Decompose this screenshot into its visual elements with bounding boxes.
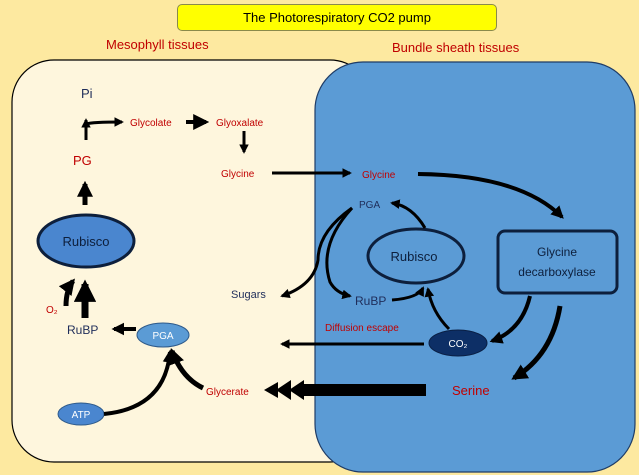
rubp-bundle-label: RuBP — [355, 294, 386, 308]
arrow-decarboxylase-to-co2 — [489, 295, 532, 344]
bundle-sheath-label: Bundle sheath tissues — [392, 40, 520, 55]
glycine-decarboxylase-box — [496, 229, 619, 295]
pi-label: Pi — [81, 86, 93, 101]
diagram-title: The Photorespiratory CO2 pump — [177, 4, 497, 31]
co2-label: CO₂ — [449, 339, 468, 350]
arrow-o2-to-rubisco — [58, 278, 76, 307]
co2-bubble — [428, 329, 488, 357]
o2-label: O₂ — [46, 305, 58, 316]
diffusion-escape-label: Diffusion escape — [325, 323, 399, 334]
glycolate-label: Glycolate — [130, 118, 172, 129]
glyoxalate-label: Glyoxalate — [216, 118, 264, 129]
arrow-rubisco-to-pga — [390, 199, 427, 229]
rubisco-mesophyll-label: Rubisco — [63, 234, 110, 249]
serine-transport-chevron-2 — [276, 380, 291, 400]
pg-label: PG — [73, 153, 92, 168]
sugars-label: Sugars — [231, 289, 266, 301]
glycine-bundle-label: Glycine — [362, 170, 396, 181]
serine-transport-chevron-3 — [264, 382, 278, 398]
arrow-pga-to-rubp-bundle — [325, 206, 354, 300]
arrow-decarboxylase-to-serine — [511, 305, 563, 381]
glycerate-label: Glycerate — [206, 387, 249, 398]
mesophyll-label: Mesophyll tissues — [106, 37, 209, 52]
arrow-co2-to-rubisco — [424, 287, 451, 331]
rubp-mesophyll-label: RuBP — [67, 323, 98, 337]
pga-mesophyll-label: PGA — [152, 331, 173, 342]
arrow-glycine-to-decarboxylase — [417, 172, 564, 219]
glycine-decarboxylase-line2: decarboxylase — [518, 265, 596, 279]
serine-label: Serine — [452, 383, 490, 398]
atp-label: ATP — [72, 410, 91, 421]
rubisco-bundle-label: Rubisco — [391, 249, 438, 264]
glycine-decarboxylase-line1: Glycine — [537, 245, 577, 259]
pga-bundle-label: PGA — [359, 200, 380, 211]
arrow-rubp-to-rubisco-bundle — [391, 286, 425, 302]
mesophyll-rubisco-ellipse — [36, 213, 136, 269]
arrow-atp-to-pga — [103, 349, 176, 416]
arrow-pg-to-glycolate — [84, 117, 124, 140]
glycine-mesophyll-label: Glycine — [221, 169, 255, 180]
pga-bubble — [136, 322, 190, 348]
serine-transport-bar — [302, 384, 426, 396]
serine-transport-chevron-1 — [289, 380, 304, 400]
arrow-pga-to-sugars — [280, 206, 353, 299]
bundle-rubisco-ellipse — [366, 227, 466, 285]
